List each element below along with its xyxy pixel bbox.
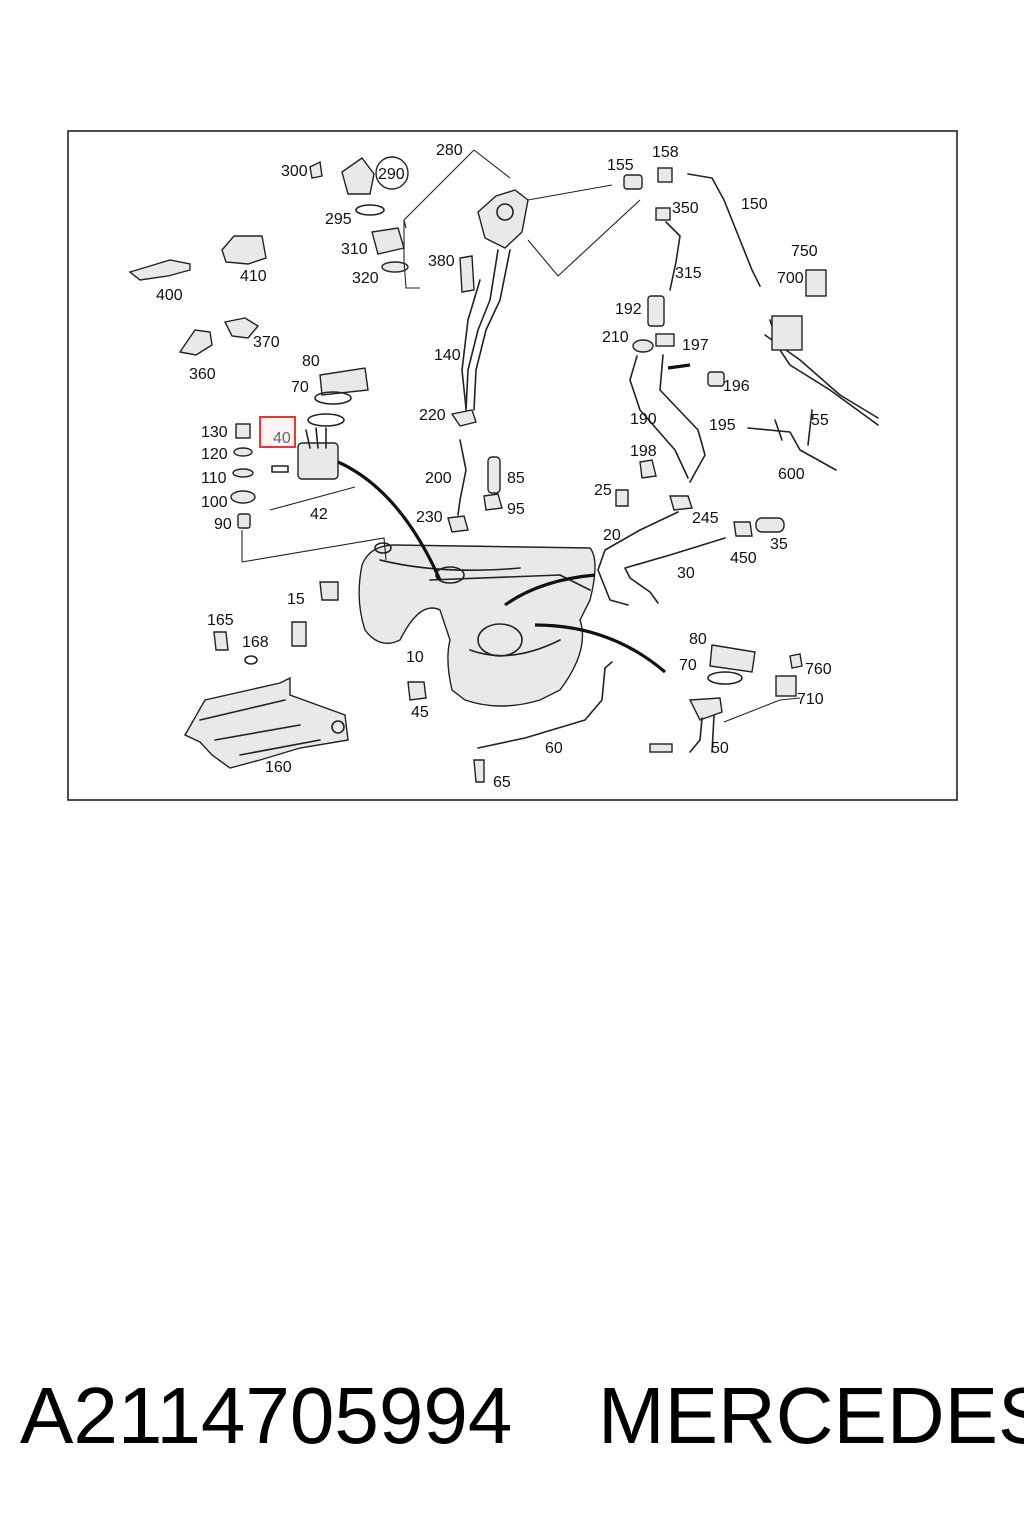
- callout-15: 15: [287, 591, 305, 608]
- callout-150: 150: [741, 196, 768, 213]
- small-parts-drawing: [128, 157, 803, 783]
- callout-100: 100: [201, 494, 228, 511]
- callout-197: 197: [682, 337, 709, 354]
- callout-300: 300: [281, 163, 308, 180]
- fuel-tank-drawing: [358, 542, 596, 707]
- callout-80-right: 80: [689, 631, 707, 648]
- callout-410: 410: [240, 268, 267, 285]
- caption: A2114705994 MERCEDES: [20, 1370, 1024, 1470]
- callout-30: 30: [677, 565, 695, 582]
- callout-10: 10: [406, 649, 424, 666]
- callout-140: 140: [434, 347, 461, 364]
- hose-85-drawing: [487, 456, 501, 494]
- callout-40: 40: [273, 430, 291, 447]
- callout-160: 160: [265, 759, 292, 776]
- callout-760: 760: [805, 661, 832, 678]
- hose-190-drawing: [629, 355, 689, 479]
- callout-700: 700: [777, 270, 804, 287]
- callout-315: 315: [675, 265, 702, 282]
- pipe-30-drawing: [624, 537, 726, 604]
- lock-ring-left-drawing: [314, 367, 369, 405]
- callout-70-left: 70: [291, 379, 309, 396]
- harness-600-drawing: [747, 409, 837, 471]
- hose-200-drawing: [457, 439, 467, 516]
- hose-195-drawing: [659, 354, 706, 483]
- callout-20: 20: [603, 527, 621, 544]
- callout-290: 290: [378, 166, 405, 183]
- callout-198: 198: [630, 443, 657, 460]
- callout-155: 155: [607, 157, 634, 174]
- callout-90: 90: [214, 516, 232, 533]
- callout-192: 192: [615, 301, 642, 318]
- hose-150-drawing: [687, 173, 761, 287]
- lock-ring-right-drawing: [707, 644, 756, 685]
- callout-110: 110: [201, 470, 227, 487]
- callout-35: 35: [770, 536, 788, 553]
- callout-320: 320: [352, 270, 379, 287]
- callout-200: 200: [425, 470, 452, 487]
- callout-42: 42: [310, 506, 328, 523]
- callout-230: 230: [416, 509, 443, 526]
- callout-65: 65: [493, 774, 511, 791]
- callout-600: 600: [778, 466, 805, 483]
- callout-labels: 280 300 290 295 310 320 380 155 158 350 …: [156, 142, 832, 791]
- callout-710: 710: [797, 691, 824, 708]
- callout-60: 60: [545, 740, 563, 757]
- callout-120: 120: [201, 446, 228, 463]
- callout-50: 50: [711, 740, 729, 757]
- callout-85: 85: [507, 470, 525, 487]
- filler-neck-drawing: [465, 189, 529, 411]
- leader-lines: [241, 149, 801, 723]
- callout-130: 130: [201, 424, 228, 441]
- callout-350: 350: [672, 200, 699, 217]
- callout-370: 370: [253, 334, 280, 351]
- callout-196: 196: [723, 378, 750, 395]
- callout-25: 25: [594, 482, 612, 499]
- callout-55: 55: [811, 412, 829, 429]
- callout-70-right: 70: [679, 657, 697, 674]
- callout-245: 245: [692, 510, 719, 527]
- callout-450: 450: [730, 550, 757, 567]
- harness-55-drawing: [764, 269, 879, 426]
- callout-360: 360: [189, 366, 216, 383]
- callout-280: 280: [436, 142, 463, 159]
- callout-220: 220: [419, 407, 446, 424]
- assembly-arrows: [337, 363, 691, 674]
- callout-295: 295: [325, 211, 352, 228]
- callout-158: 158: [652, 144, 679, 161]
- line-60-drawing: [477, 661, 613, 749]
- callout-210: 210: [602, 329, 629, 346]
- pipe-20-drawing: [597, 511, 679, 606]
- part-number: A2114705994: [20, 1371, 513, 1460]
- sender-unit-drawing: [649, 697, 723, 753]
- callout-45: 45: [411, 704, 429, 721]
- hose-315-drawing: [665, 221, 681, 291]
- callout-195: 195: [709, 417, 736, 434]
- callout-165: 165: [207, 612, 234, 629]
- callout-310: 310: [341, 241, 368, 258]
- callout-290-circle: [375, 156, 409, 190]
- hose-140-drawing: [461, 279, 481, 409]
- brand-name: MERCEDES: [598, 1371, 1024, 1460]
- callout-380: 380: [428, 253, 455, 270]
- callout-750: 750: [791, 243, 818, 260]
- callout-190: 190: [630, 411, 657, 428]
- callout-95: 95: [507, 501, 525, 518]
- callout-400: 400: [156, 287, 183, 304]
- parts-diagram: 280 300 290 295 310 320 380 155 158 350 …: [67, 130, 958, 801]
- callout-168: 168: [242, 634, 269, 651]
- pump-module-drawing: [271, 413, 345, 480]
- callout-80-left: 80: [302, 353, 320, 370]
- heat-shield-drawing: [184, 676, 349, 769]
- highlight-box-40: [259, 416, 296, 448]
